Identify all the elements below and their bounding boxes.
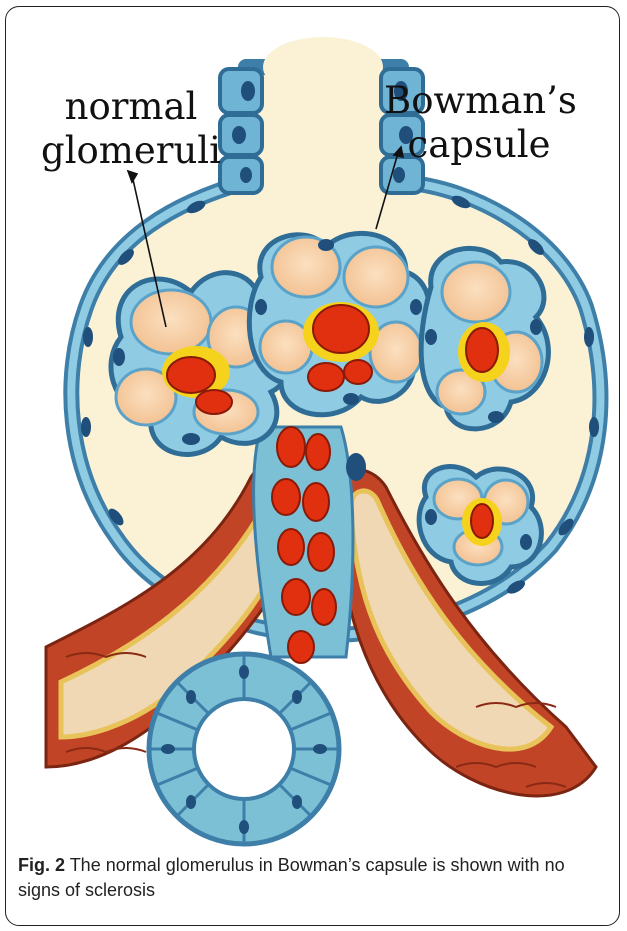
bowmans-capsule-line1: Bowman’s [384,79,574,123]
figure-frame: normal glomeruli Bowman’s capsule Fig. 2… [5,6,620,926]
tubule-cross-section [149,654,339,844]
normal-glomeruli-line1: normal [36,85,226,129]
bowmans-capsule-line2: capsule [384,123,574,167]
normal-glomeruli-line2: glomeruli [36,129,226,173]
caption-text: The normal glomerulus in Bowman’s capsul… [18,855,565,900]
bowmans-capsule-label: Bowman’s capsule [384,79,574,167]
figure-caption: Fig. 2 The normal glomerulus in Bowman’s… [18,853,608,903]
figure-number: Fig. 2 [18,855,65,875]
normal-glomeruli-label: normal glomeruli [36,85,226,173]
vascular-stalk [254,427,353,663]
